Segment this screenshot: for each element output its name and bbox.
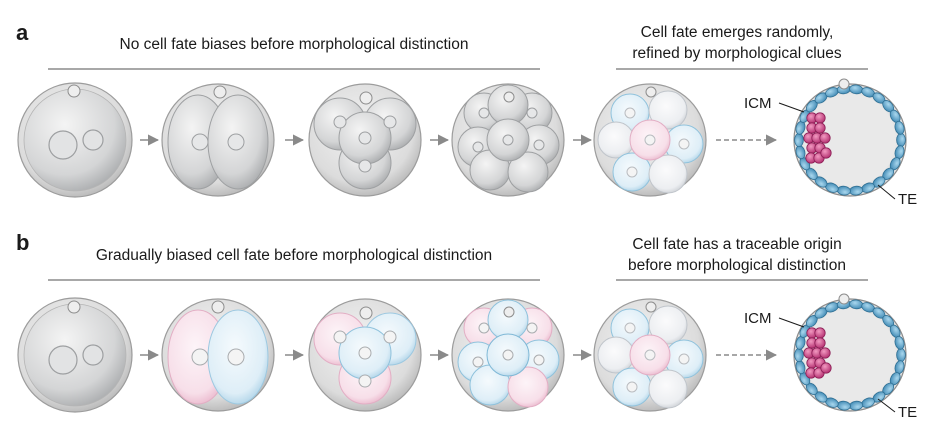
icm-cell [814, 337, 826, 349]
two-cell-b [161, 298, 275, 412]
icm-cell [814, 327, 826, 339]
icm-cell [814, 112, 826, 124]
four-cell-b [308, 298, 422, 412]
zygote-b [17, 297, 133, 413]
row-b: ICM TE [17, 293, 917, 421]
row-a: ICM TE [17, 78, 917, 208]
leader-te-b [877, 398, 896, 413]
panel-label-a: a [16, 20, 29, 45]
heading-b-right-line2: before morphological distinction [628, 257, 846, 274]
label-icm-b: ICM [744, 310, 772, 327]
leader-te-a [877, 184, 896, 200]
te-cell [896, 133, 906, 148]
icm-cell [820, 147, 832, 159]
rule-b-right [616, 279, 868, 281]
icm-cell [819, 347, 831, 359]
heading-b-right-line1: Cell fate has a traceable origin [632, 236, 842, 253]
icm-cell [814, 122, 826, 134]
leader-icm-a [778, 102, 805, 113]
heading-a-right-line2: refined by morphological clues [632, 45, 842, 62]
te-cells-b [794, 299, 906, 411]
leader-icm-b [778, 317, 805, 328]
rule-a-right [616, 68, 868, 70]
rule-b-left [48, 279, 540, 281]
icm-cells-b [803, 327, 832, 379]
heading-b-right: Cell fate has a traceable origin before … [606, 234, 868, 276]
heading-a-left: No cell fate biases before morphological… [119, 36, 469, 53]
heading-a-right: Cell fate emerges randomly, refined by m… [606, 22, 868, 64]
blastocyst-a [793, 78, 907, 197]
two-cell-a [161, 83, 275, 197]
icm-cell [820, 362, 832, 374]
te-cell [794, 347, 804, 362]
icm-cell [819, 132, 831, 144]
eight-cell-b [451, 298, 565, 412]
morula-b [593, 298, 707, 412]
te-cell [896, 348, 906, 363]
heading-b-left: Gradually biased cell fate before morpho… [95, 247, 493, 264]
morula-a [593, 83, 707, 197]
te-cell [794, 132, 804, 147]
label-te-b: TE [898, 404, 917, 421]
te-cell [894, 120, 905, 135]
zygote-a [17, 82, 133, 198]
te-cells-a [794, 84, 906, 196]
panel-label-b: b [16, 230, 30, 255]
heading-a-right-line1: Cell fate emerges randomly, [640, 24, 834, 41]
label-te-a: TE [898, 191, 917, 208]
four-cell-a [308, 83, 422, 197]
label-icm-a: ICM [744, 95, 772, 112]
blastocyst-b [793, 293, 907, 412]
rule-a-left [48, 68, 540, 70]
te-cell [894, 335, 905, 350]
eight-cell-a [451, 83, 565, 197]
icm-cells-a [803, 112, 832, 164]
